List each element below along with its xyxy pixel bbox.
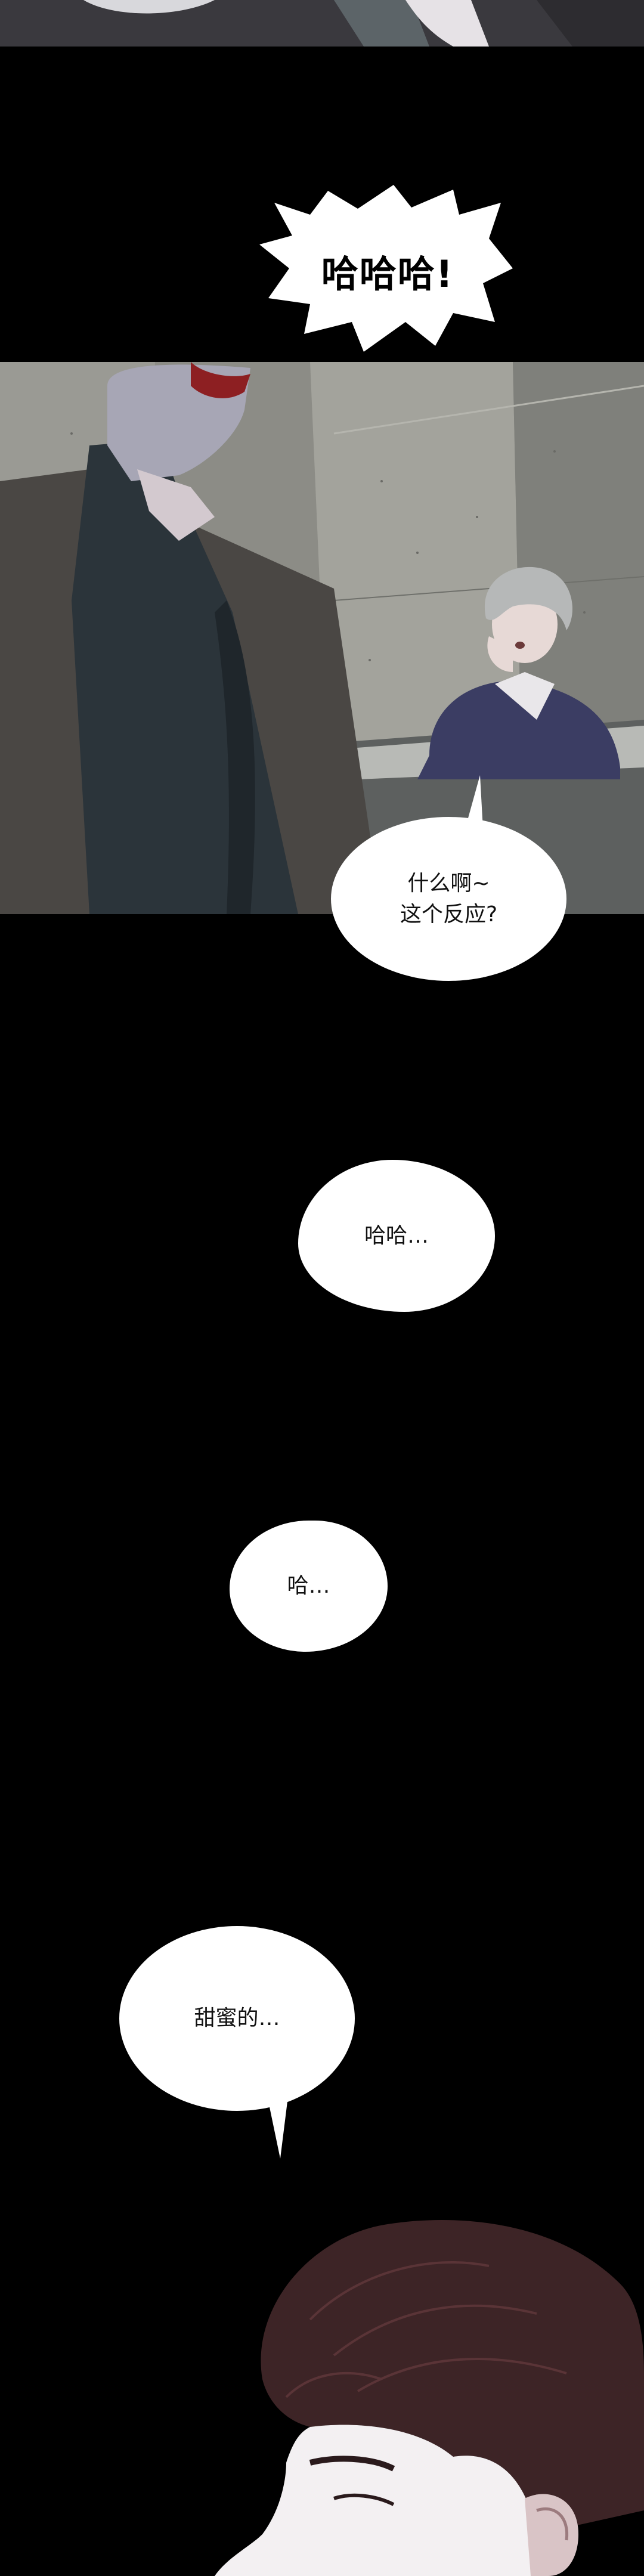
dialogue-text: 哈哈… [364,1223,429,1248]
speech-bubble-what-reaction: 什么啊~ 这个反应? [331,817,566,981]
dialogue-text: 什么啊~ 这个反应? [400,871,498,927]
bubble-tail [265,2087,289,2159]
bottom-character-art [0,2200,644,2576]
speech-bubble-haha: 哈哈… [298,1160,495,1312]
scene-panel [0,362,644,914]
dialogue-text: 哈哈哈! [321,252,454,296]
top-panel-art [0,0,644,47]
speech-bubble-ha: 哈… [230,1521,388,1652]
top-panel-fragment [0,0,644,47]
foreground-character [0,362,382,914]
seated-character [417,566,620,779]
scene-art [0,362,644,914]
bubble-tail [465,775,483,829]
speech-bubble-sweet: 甜蜜的… [119,1926,355,2111]
spiky-bubble-shape [259,185,513,352]
dialogue-text: 哈… [287,1574,330,1598]
bottom-character-panel [0,2200,644,2576]
speech-bubble-laugh-loud: 哈哈哈! [256,179,519,370]
dialogue-text: 甜蜜的… [194,2006,280,2030]
